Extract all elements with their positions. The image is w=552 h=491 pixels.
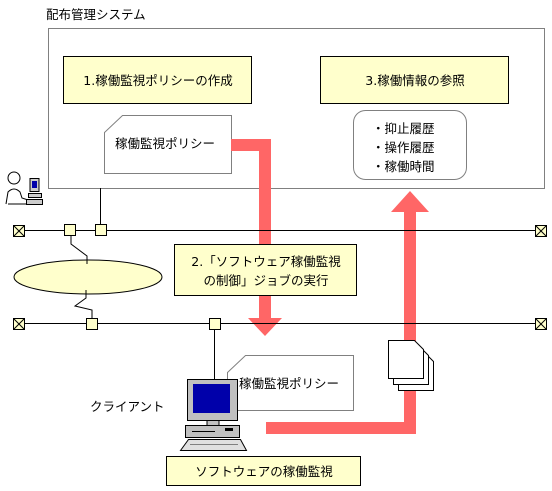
bottom-label: ソフトウェアの稼働監視 [195, 463, 333, 479]
step2-label-line2: の制御」ジョブの実行 [203, 272, 329, 288]
terminator-icon [535, 225, 547, 237]
admin-person-icon [5, 171, 43, 205]
step1-label: 1.稼働監視ポリシーの作成 [83, 72, 233, 88]
connector-icon [209, 318, 221, 330]
connector-icon [95, 224, 107, 236]
stacked-documents-icon [388, 340, 434, 391]
step2-box [174, 244, 357, 296]
info-list: ・抑止履歴 ・操作履歴 ・稼働時間 [372, 119, 435, 176]
client-policy-label: 稼働監視ポリシー [239, 376, 340, 391]
info-list-box [353, 110, 467, 180]
step2-label: 2.「ソフトウェア稼働監視 の制御」ジョブの実行 [175, 246, 357, 297]
step2-label-line1: 2.「ソフトウェア稼働監視 [191, 254, 341, 270]
info-item-operation-history: ・操作履歴 [372, 140, 435, 155]
report-arrow [266, 191, 429, 434]
step3-box [320, 56, 509, 104]
network-cloud-icon [13, 259, 163, 295]
terminator-icon [535, 318, 547, 330]
step3-label: 3.稼働情報の参照 [365, 72, 465, 88]
client-label: クライアント [90, 399, 165, 414]
connector-icon [64, 224, 76, 236]
info-item-operating-time: ・稼働時間 [372, 159, 435, 174]
step1-box [63, 56, 252, 104]
server-policy-label: 稼働監視ポリシー [115, 136, 216, 151]
lightning-link-icon [70, 236, 88, 264]
connector-icon [86, 318, 98, 330]
bottom-label-box [166, 456, 361, 486]
lightning-link-icon [73, 290, 93, 318]
terminator-icon [13, 318, 25, 330]
client-computer-icon [179, 379, 248, 451]
terminator-icon [13, 225, 25, 237]
system-title: 配布管理システム [46, 7, 146, 22]
info-item-suppression-history: ・抑止履歴 [372, 121, 435, 136]
